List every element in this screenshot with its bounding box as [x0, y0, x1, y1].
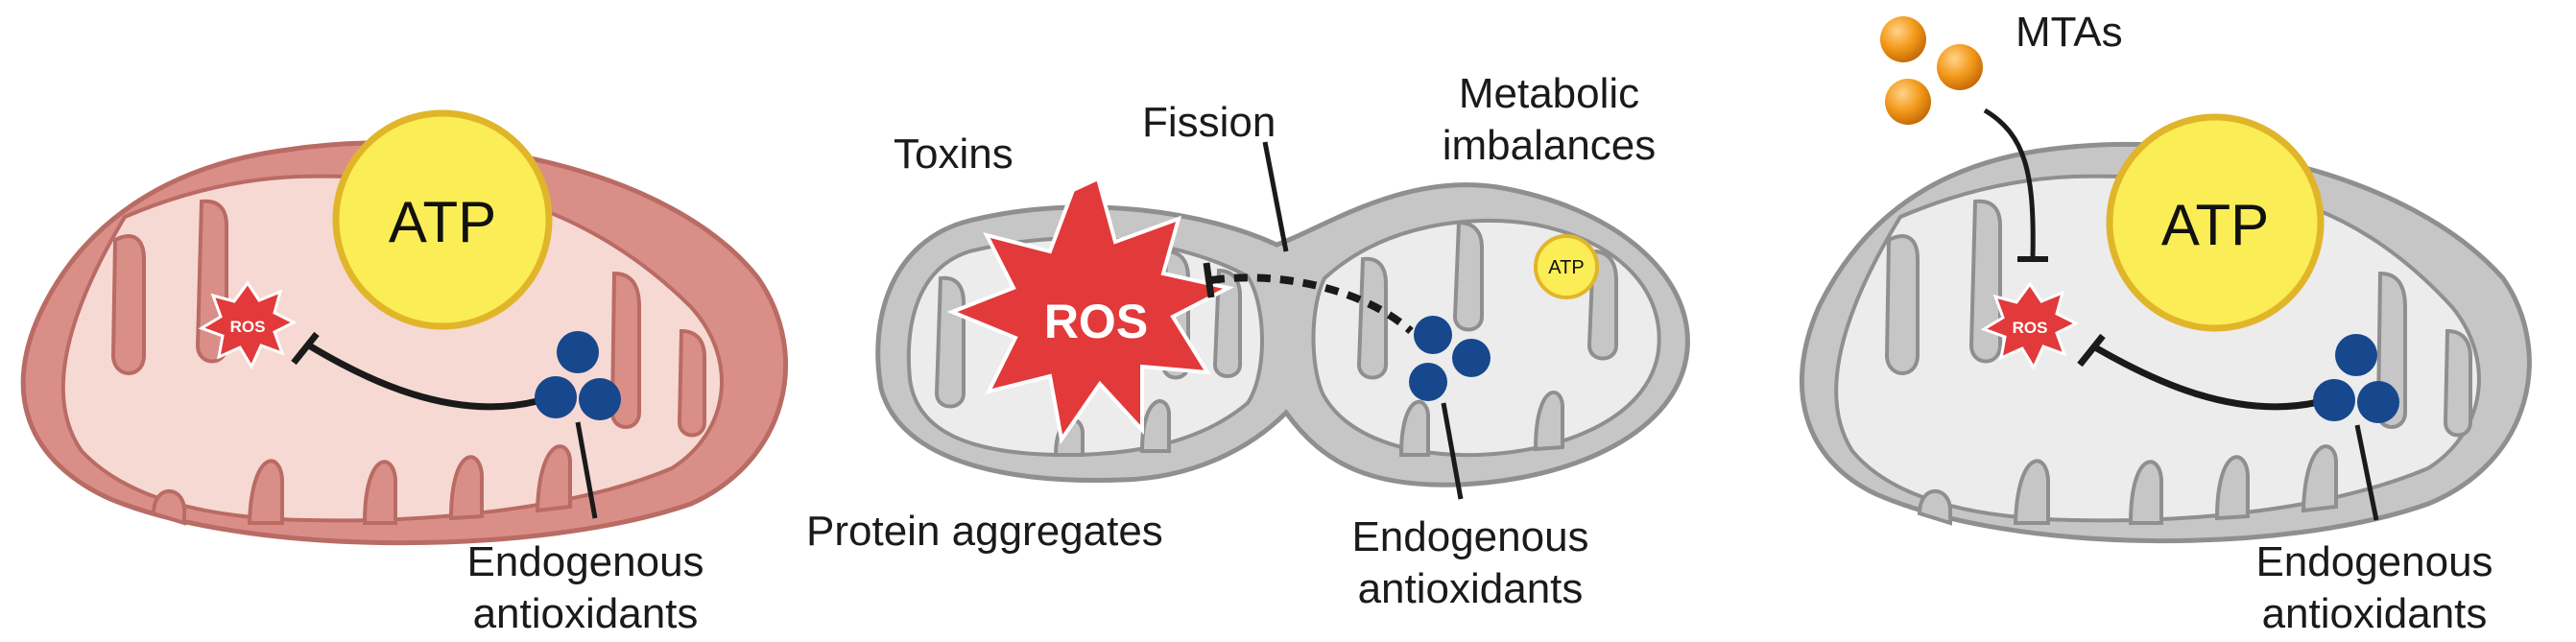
antioxidant-molecule [1452, 339, 1491, 377]
ros-label: ROS [1044, 295, 1148, 348]
antioxidant-molecule [1414, 316, 1452, 354]
toxins-label: Toxins [894, 131, 1014, 178]
atp-label: ATP [2161, 193, 2269, 257]
ros-label: ROS [230, 318, 266, 336]
antioxidant-molecule [535, 376, 577, 418]
pointer-line [575, 421, 598, 519]
panel-healthy: ATP ROS Endogenous antioxidants [20, 109, 789, 637]
antioxidants-label-line2: antioxidants [1358, 565, 1584, 612]
fission-label: Fission [1142, 99, 1276, 146]
antioxidant-molecule [557, 331, 599, 373]
ros-burst-small [1980, 281, 2080, 371]
pointer-line [2354, 424, 2379, 521]
inhibition-arrow [307, 343, 538, 411]
antioxidant-molecule [579, 378, 621, 420]
inhibition-bar [1203, 262, 1215, 298]
mta-molecule [1880, 16, 1926, 62]
atp-circle-small [1534, 234, 1599, 299]
ros-label: ROS [2013, 319, 2048, 337]
mtas-label: MTAs [2015, 9, 2123, 56]
mta-cluster [1880, 16, 1983, 125]
mta-inhibition-arrow [1983, 107, 2036, 258]
ros-burst-large [946, 176, 1234, 445]
pointer-line [1441, 402, 1464, 500]
panel-dysfunctional: ROS ATP Toxins Fission Metabolic imbalan… [806, 70, 1690, 612]
antioxidants-label-line1: Endogenous [2255, 538, 2493, 585]
antioxidants-label-line1: Endogenous [1351, 513, 1588, 560]
metabolic-label-line1: Metabolic [1459, 70, 1639, 117]
mta-molecule [1885, 79, 1931, 125]
pointer-line [1262, 141, 1289, 252]
antioxidants-label-line2: antioxidants [473, 590, 699, 637]
antioxidant-molecule [2335, 334, 2377, 376]
antioxidant-cluster [535, 331, 621, 420]
panel-treated: ATP ROS MTAs Endogenous antioxidants [1799, 9, 2532, 637]
antioxidant-molecule [1409, 363, 1447, 401]
antioxidants-label-line1: Endogenous [466, 538, 704, 585]
antioxidants-label-line2: antioxidants [2262, 590, 2488, 637]
antioxidant-cluster [2313, 334, 2399, 423]
inhibition-bar [2077, 333, 2106, 368]
inhibition-bar [291, 331, 320, 366]
inhibition-arrow [2093, 344, 2324, 411]
inhibition-arrow-dashed [1210, 273, 1414, 334]
atp-label: ATP [389, 190, 496, 254]
atp-label: ATP [1548, 257, 1584, 278]
atp-circle [2106, 113, 2325, 332]
antioxidant-molecule [2313, 379, 2355, 421]
metabolic-label-line2: imbalances [1443, 122, 1657, 169]
antioxidant-cluster [1409, 316, 1491, 401]
mta-molecule [1937, 44, 1983, 90]
cristae [110, 199, 706, 526]
cristae [1884, 199, 2472, 526]
ros-burst-small [198, 280, 298, 370]
antioxidant-molecule [2357, 381, 2399, 423]
protein-aggregates-label: Protein aggregates [806, 508, 1163, 555]
atp-circle [332, 109, 553, 330]
